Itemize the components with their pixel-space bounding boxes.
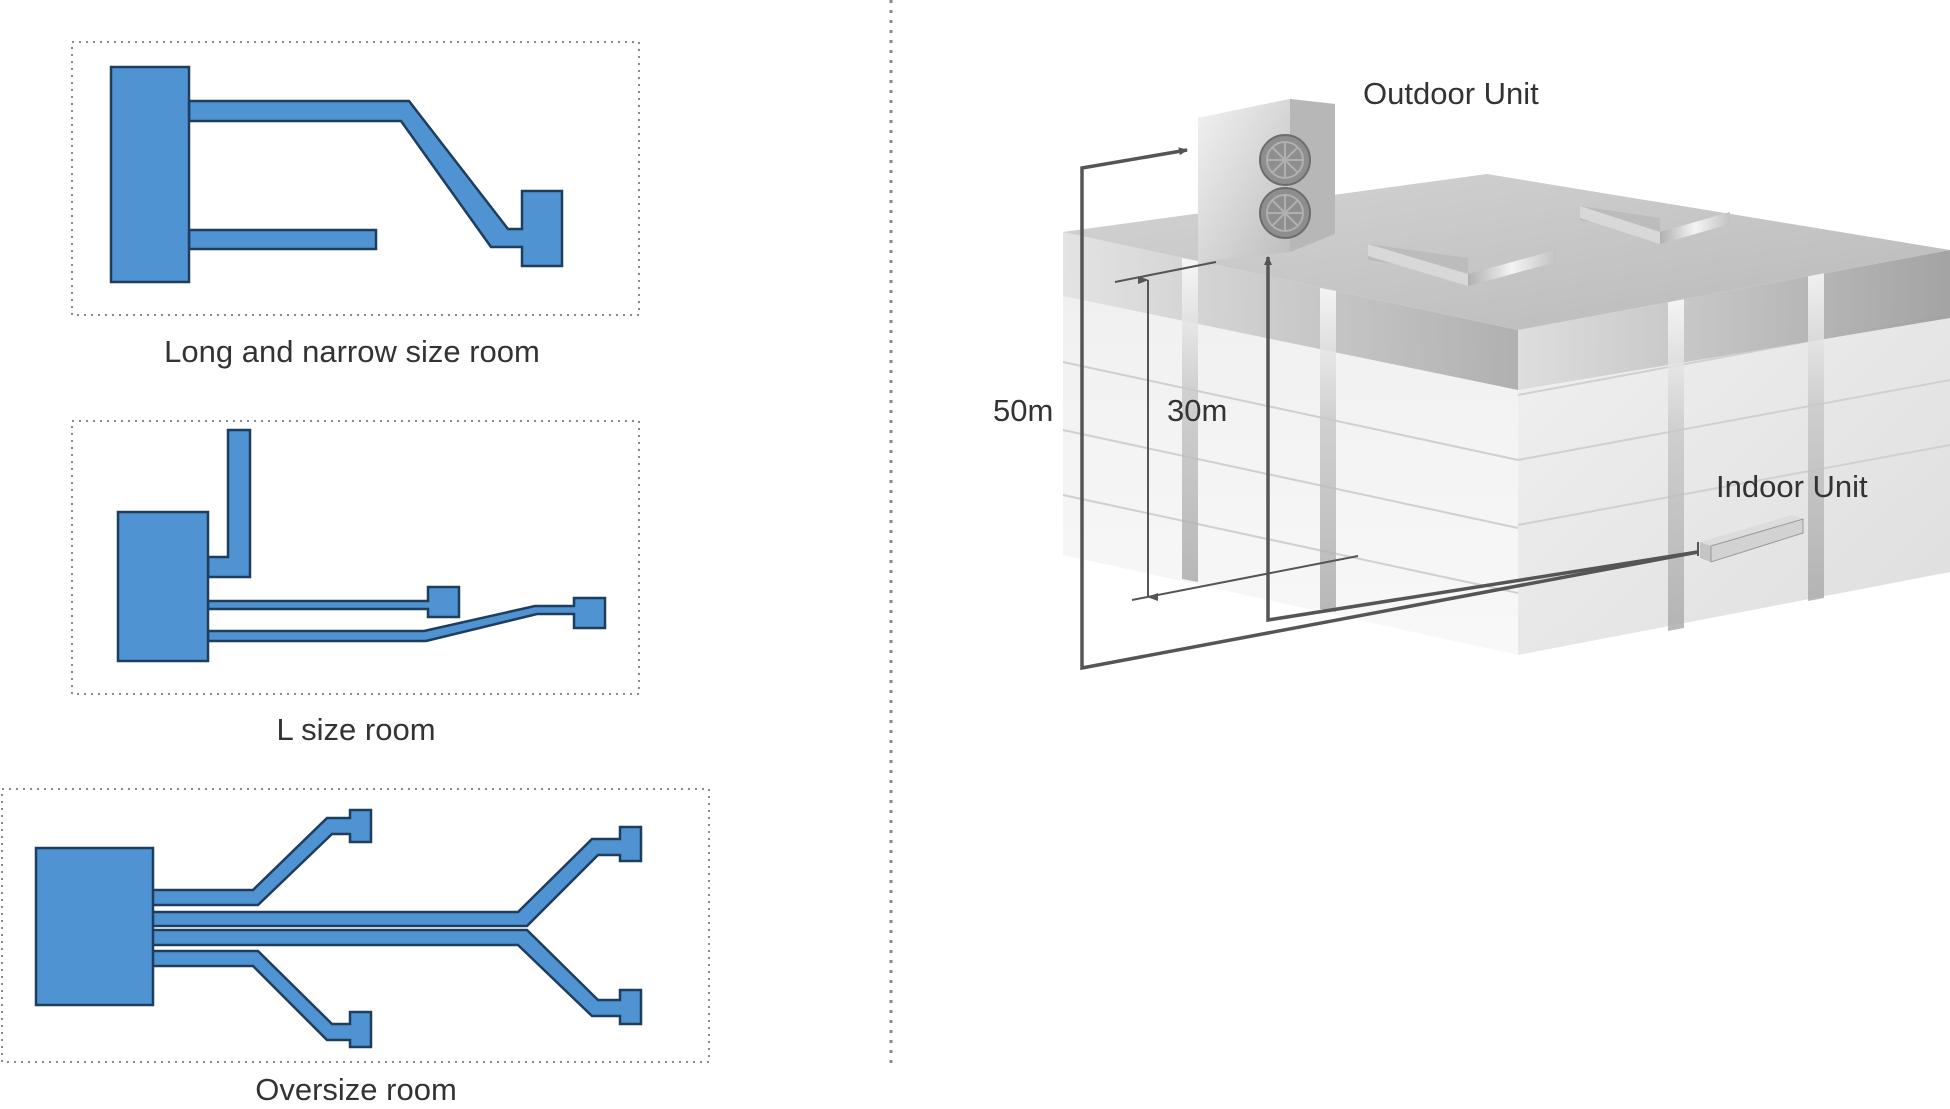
duct-branch-long xyxy=(206,596,607,643)
column xyxy=(1668,299,1684,631)
duct-branch-short xyxy=(206,585,461,619)
roof-skylight xyxy=(1660,212,1730,244)
duct-branch-upper-left xyxy=(150,808,373,907)
height-label-30m: 30m xyxy=(1167,393,1227,428)
room-caption: Long and narrow size room xyxy=(164,334,540,369)
duct-riser xyxy=(206,428,252,579)
roof-skylight xyxy=(1580,206,1660,244)
building-illustration xyxy=(1062,174,1950,655)
duct-branch-lower-right xyxy=(150,928,643,1026)
outdoor-unit-label: Outdoor Unit xyxy=(1363,76,1539,111)
roof-band-front xyxy=(1063,232,1518,390)
air-handler-unit xyxy=(109,65,191,284)
indoor-unit-label: Indoor Unit xyxy=(1716,469,1868,504)
column xyxy=(1320,288,1336,612)
refrigerant-pipe-30m xyxy=(1264,256,1699,623)
roof-band-right xyxy=(1518,250,1950,390)
layout-l-size-room: L size room xyxy=(71,420,640,747)
fan-icon xyxy=(1259,134,1311,186)
height-label-50m: 50m xyxy=(993,393,1053,428)
duct-network xyxy=(187,99,564,268)
room-caption: Oversize room xyxy=(255,1072,457,1107)
column xyxy=(1808,273,1824,601)
roof-skylight xyxy=(1368,244,1468,286)
indoor-unit-front xyxy=(1700,542,1711,562)
floor-line xyxy=(1517,379,1950,461)
room-caption: L size room xyxy=(276,712,435,747)
duct-branch-lower-left xyxy=(150,949,373,1049)
layout-long-narrow-room: Long and narrow size room xyxy=(71,41,640,369)
dimension-extension-line xyxy=(1131,555,1359,601)
indoor-unit-side xyxy=(1710,518,1804,563)
layout-oversize-room: Oversize room xyxy=(1,788,710,1107)
air-handler-unit xyxy=(116,510,210,663)
column xyxy=(1182,258,1198,582)
roof-skylight xyxy=(1468,250,1556,286)
refrigerant-pipe-50m xyxy=(1080,147,1699,671)
outdoor-unit xyxy=(1198,99,1335,262)
duct-branch xyxy=(187,228,378,251)
indoor-unit-top xyxy=(1700,515,1803,546)
air-handler-unit xyxy=(34,846,155,1007)
indoor-unit xyxy=(1700,515,1804,563)
fan-icon xyxy=(1259,187,1311,239)
duct-branch-upper-right xyxy=(150,825,643,928)
dimension-extension-line xyxy=(1114,261,1217,283)
floor-line xyxy=(1517,444,1950,526)
